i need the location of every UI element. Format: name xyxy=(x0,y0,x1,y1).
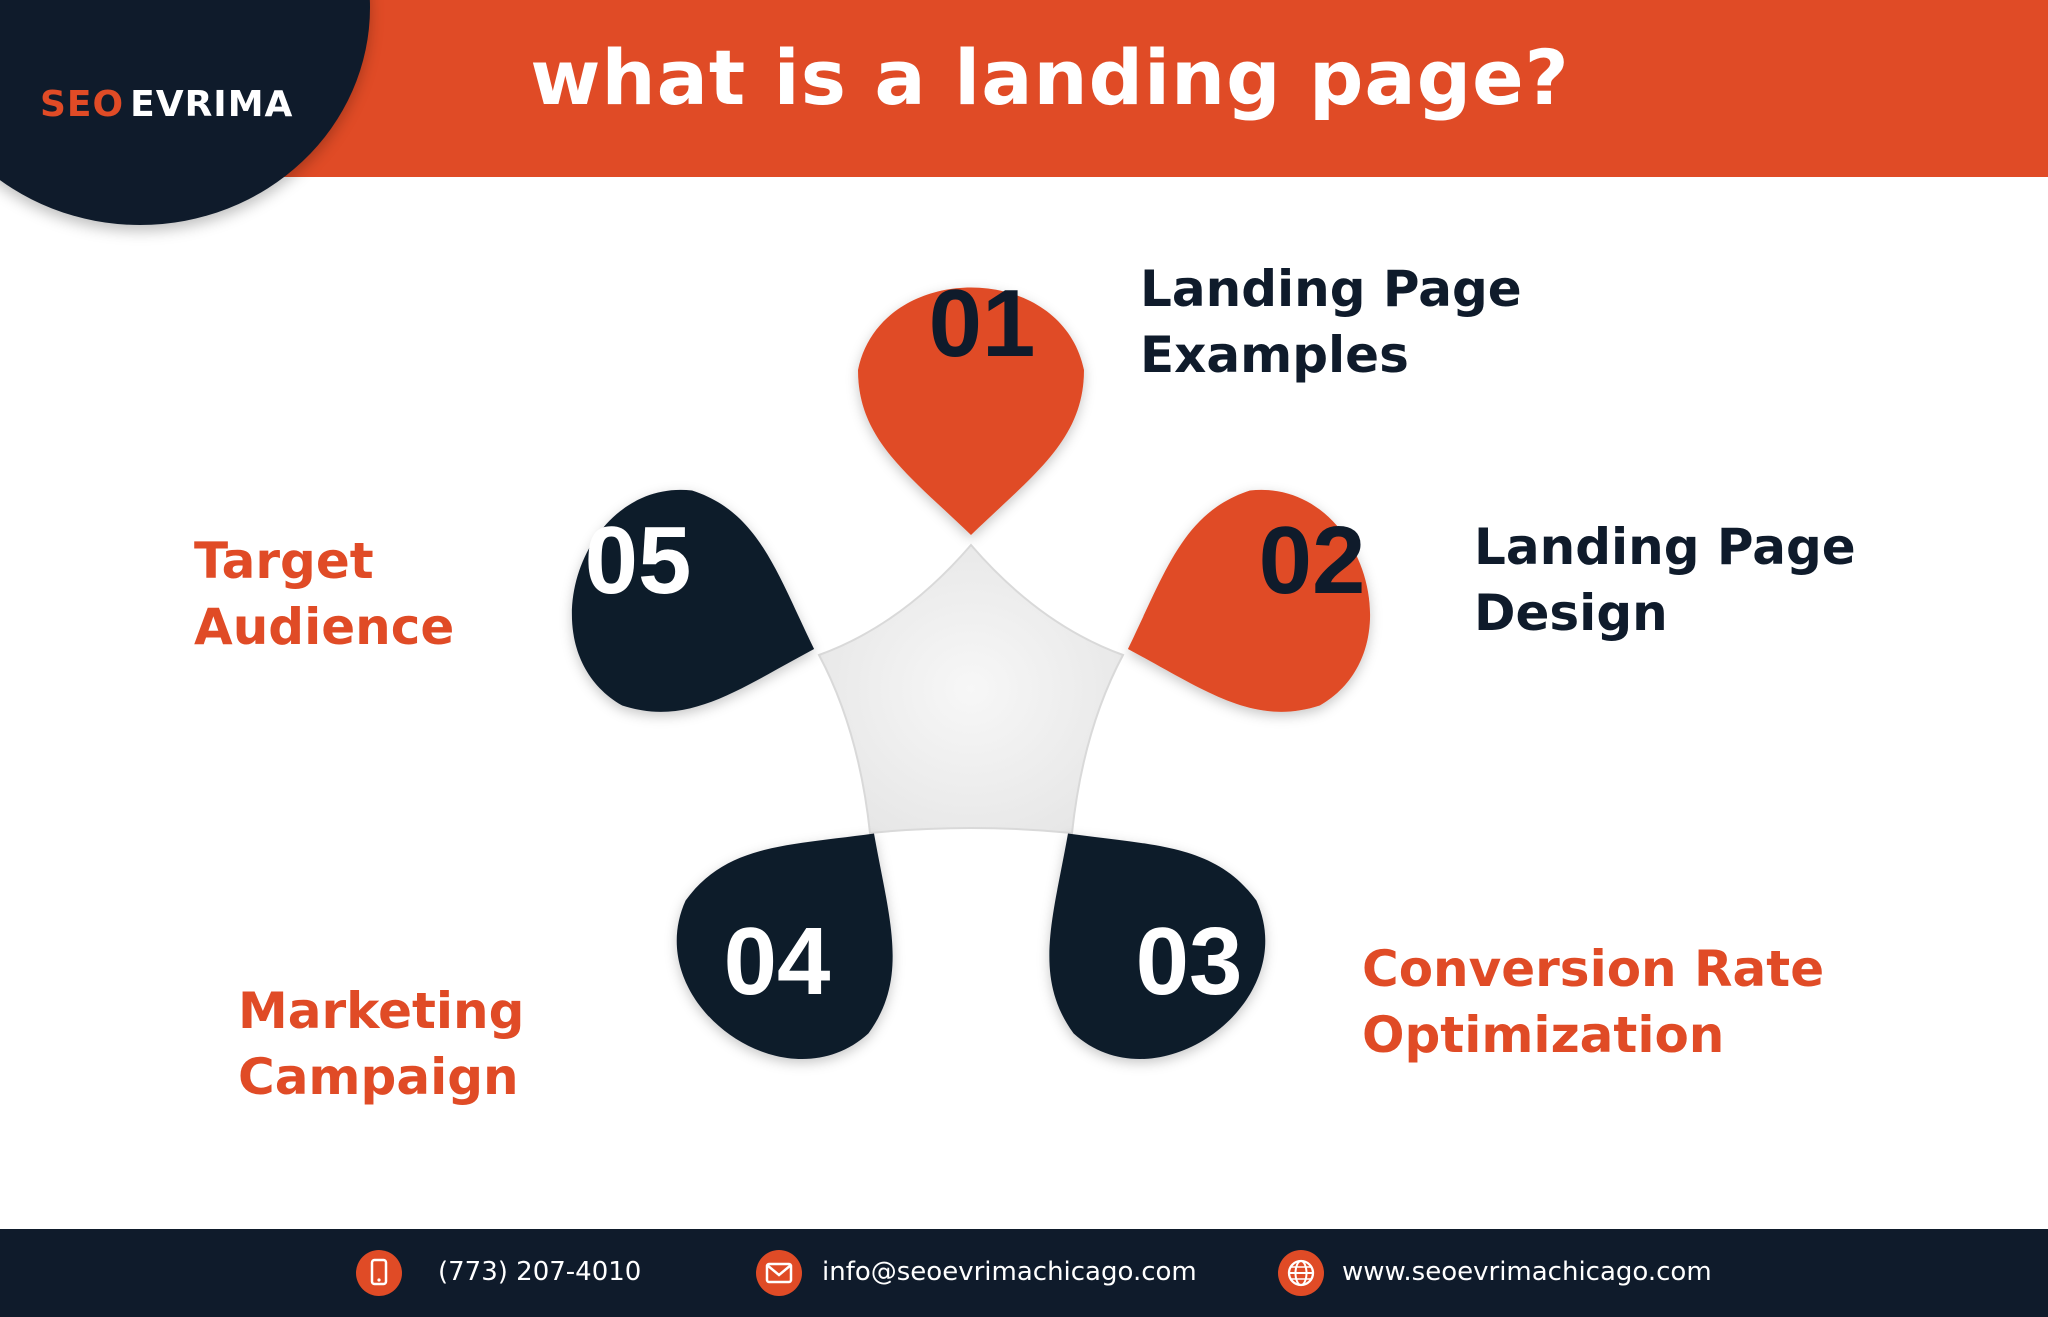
label-line: Conversion Rate xyxy=(1362,940,1825,998)
label-landing-page-examples: Landing Page Examples xyxy=(1140,256,1522,388)
petal-numbers-group: 01 02 03 04 05 xyxy=(585,270,1366,1015)
label-target-audience: Target Audience xyxy=(194,528,454,660)
petal-04 xyxy=(676,833,893,1060)
label-line: Landing Page xyxy=(1474,518,1856,576)
label-line: Landing Page xyxy=(1140,260,1522,318)
petal-02 xyxy=(1127,489,1371,712)
website-link[interactable]: www.seoevrimachicago.com xyxy=(1342,1257,1712,1287)
footer-bar: (773) 207-4010 info@seoevrimachicago.com… xyxy=(0,1229,2048,1317)
envelope-icon xyxy=(756,1250,802,1296)
globe-icon xyxy=(1278,1250,1324,1296)
label-conversion-rate-optimization: Conversion Rate Optimization xyxy=(1362,936,1824,1068)
page-title: what is a landing page? xyxy=(530,33,1570,122)
petal-01 xyxy=(858,287,1084,535)
petal-number-01: 01 xyxy=(929,270,1036,377)
label-line: Target xyxy=(194,532,374,590)
center-pentagon xyxy=(817,543,1125,835)
label-line: Optimization xyxy=(1362,1006,1725,1064)
petal-number-05: 05 xyxy=(585,507,692,614)
label-line: Audience xyxy=(194,598,455,656)
petal-number-03: 03 xyxy=(1136,908,1243,1015)
phone-icon xyxy=(356,1250,402,1296)
phone-link[interactable]: (773) 207-4010 xyxy=(438,1257,642,1287)
petal-05 xyxy=(571,489,815,712)
label-line: Examples xyxy=(1140,326,1409,384)
petals-group xyxy=(571,287,1371,1060)
petal-number-02: 02 xyxy=(1259,507,1366,614)
logo-seo: SEO xyxy=(40,84,125,125)
label-line: Marketing xyxy=(238,982,525,1040)
petal-03 xyxy=(1049,833,1266,1060)
label-landing-page-design: Landing Page Design xyxy=(1474,514,1856,646)
label-line: Campaign xyxy=(238,1048,519,1106)
label-marketing-campaign: Marketing Campaign xyxy=(238,978,524,1110)
email-link[interactable]: info@seoevrimachicago.com xyxy=(822,1257,1197,1287)
petal-number-04: 04 xyxy=(724,908,831,1015)
logo-evrima: EVRIMA xyxy=(130,84,294,125)
label-line: Design xyxy=(1474,584,1668,642)
